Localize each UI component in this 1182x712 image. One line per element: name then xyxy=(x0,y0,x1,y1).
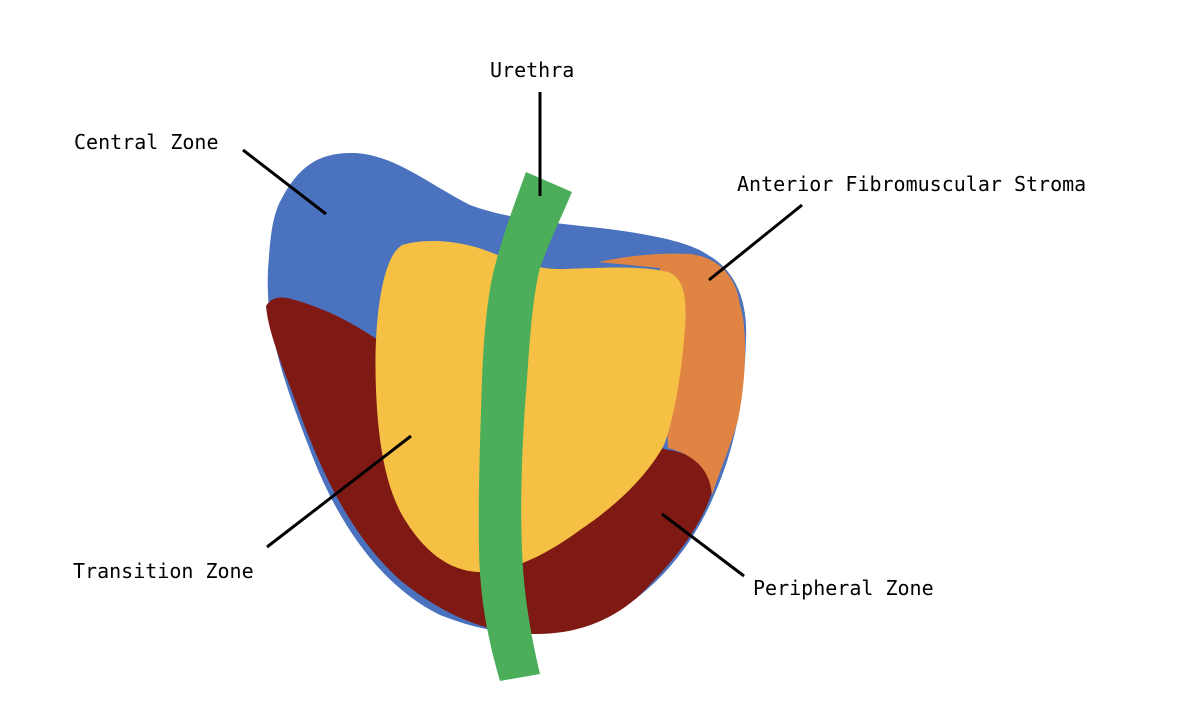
transition-zone-label: Transition Zone xyxy=(73,559,254,583)
peripheral-zone-leader-line xyxy=(661,512,745,578)
central-zone-leader-line xyxy=(242,148,327,216)
afms-label: Anterior Fibromuscular Stroma xyxy=(737,172,1086,196)
transition-zone-region xyxy=(375,240,686,573)
peripheral-zone-label: Peripheral Zone xyxy=(753,576,934,600)
urethra-label: Urethra xyxy=(490,58,574,82)
afms-leader-line xyxy=(708,203,803,282)
transition-zone-leader-line xyxy=(266,434,412,549)
central-zone-label: Central Zone xyxy=(74,130,219,154)
urethra-region xyxy=(478,172,572,681)
